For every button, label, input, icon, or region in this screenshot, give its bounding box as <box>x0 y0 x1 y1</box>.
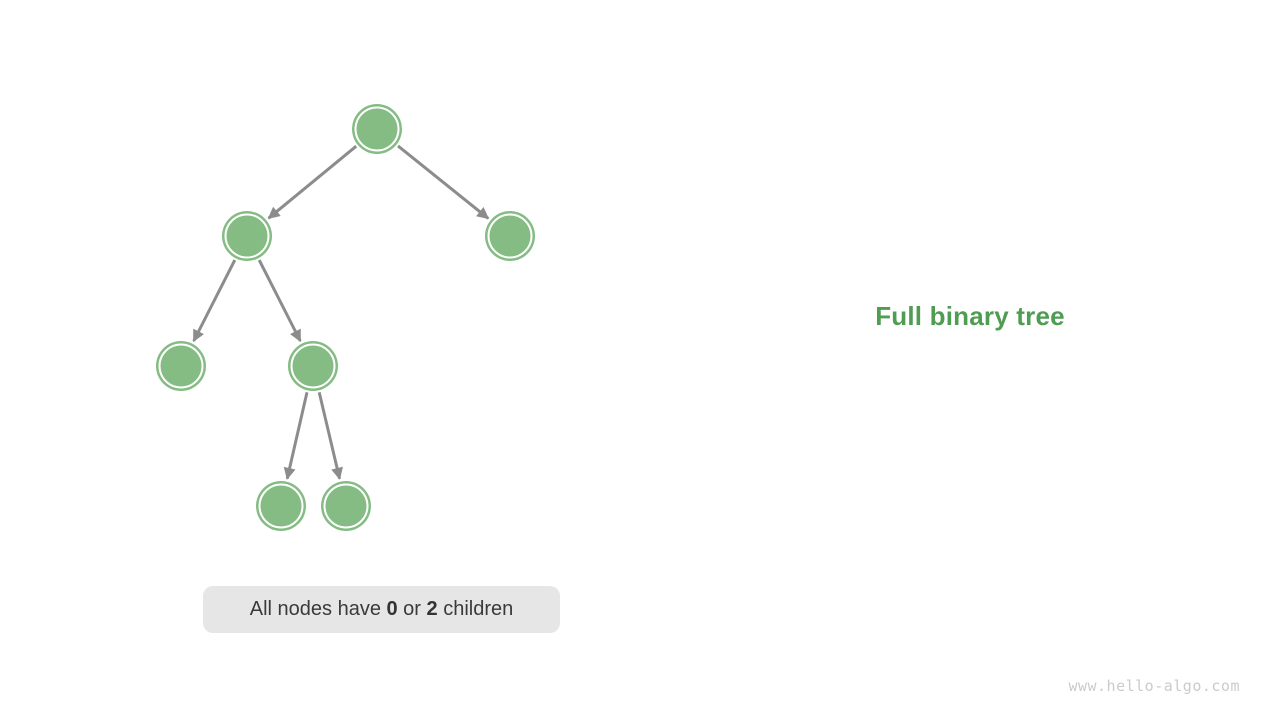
caption-bold-zero: 0 <box>386 598 398 620</box>
tree-edge <box>283 391 309 480</box>
caption-text-prefix: All nodes have <box>249 598 387 620</box>
caption-text-suffix: children <box>437 598 514 620</box>
caption-bold-two: 2 <box>426 598 438 620</box>
tree-edge <box>257 259 302 343</box>
caption-text-middle: or <box>397 598 427 620</box>
tree-node <box>352 104 402 154</box>
tree-edge <box>317 391 343 480</box>
tree-node <box>288 341 338 391</box>
tree-node <box>222 211 272 261</box>
tree-node <box>321 481 371 531</box>
tree-edge <box>192 259 237 343</box>
tree-edge <box>397 144 490 220</box>
tree-node <box>256 481 306 531</box>
watermark: www.hello-algo.com <box>1068 677 1240 695</box>
caption-pill: All nodes have 0 or 2 children <box>203 586 560 633</box>
tree-edge <box>267 145 358 220</box>
tree-node <box>485 211 535 261</box>
tree-node <box>156 341 206 391</box>
diagram-title: Full binary tree <box>875 301 1065 331</box>
